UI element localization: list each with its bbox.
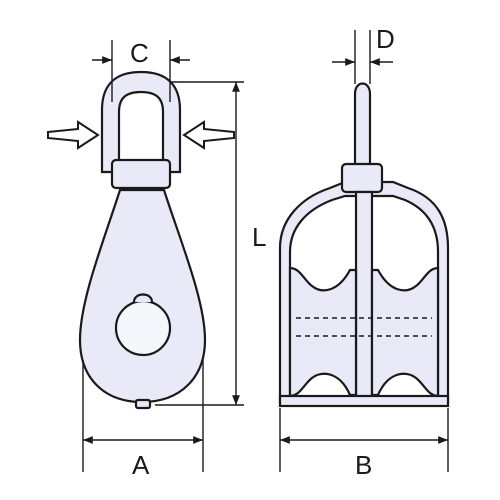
axle-lug <box>132 293 154 303</box>
hidden-axle-lines <box>296 317 432 337</box>
label-c: C <box>130 38 149 68</box>
dimension-d <box>332 30 393 84</box>
side-view <box>78 70 207 410</box>
label-l: L <box>252 222 266 252</box>
swivel-collar <box>110 158 172 190</box>
shackle-loop <box>100 70 182 174</box>
dimension-l <box>155 81 244 406</box>
swivel-rotation-arrows <box>47 120 235 150</box>
dimension-c <box>92 40 190 102</box>
rotation-arrow-left-icon <box>47 120 100 150</box>
dimension-b <box>279 408 449 472</box>
axle-hole <box>114 299 172 357</box>
left-sheave <box>288 266 358 398</box>
center-spindle <box>354 190 374 400</box>
base-plate <box>278 394 450 408</box>
label-a: A <box>132 450 150 480</box>
dimension-a <box>82 360 204 472</box>
eye-link <box>353 82 372 174</box>
right-sheave <box>370 266 440 398</box>
rotation-arrow-right-icon <box>182 120 235 150</box>
bottom-pin <box>134 398 152 410</box>
swivel-block <box>340 162 384 194</box>
front-view <box>278 82 450 408</box>
label-b: B <box>355 450 372 480</box>
label-d: D <box>376 24 395 54</box>
